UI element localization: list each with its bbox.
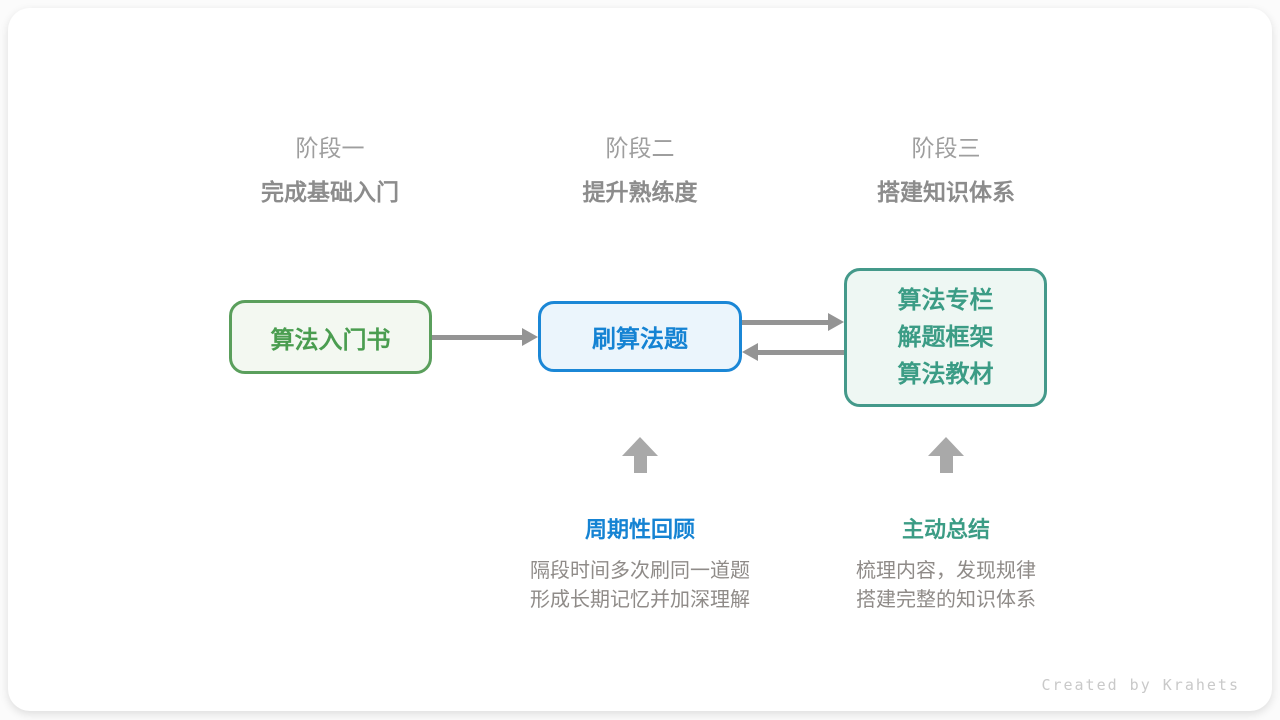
annotation-desc-active-summary: 梳理内容，发现规律 搭建完整的知识体系 (856, 557, 1036, 615)
arrow-head (522, 328, 538, 346)
arrow-up-icon (928, 437, 964, 473)
arrow-left-icon (742, 343, 844, 361)
arrow-shaft (432, 334, 524, 340)
annotation-title-periodic-review: 周期性回顾 (584, 517, 696, 542)
arrow-head (928, 437, 964, 456)
stage-1-label: 阶段一 (295, 135, 365, 161)
node-intro-book-label: 算法入门书 (270, 326, 391, 354)
node-resources: 算法专栏 解题框架 算法教材 (844, 268, 1047, 407)
arrow-shaft (742, 319, 830, 325)
node-practice-label: 刷算法题 (592, 326, 688, 353)
arrow-up-icon (622, 437, 658, 473)
annotation-desc-periodic-review: 隔段时间多次刷同一道题 形成长期记忆并加深理解 (530, 557, 750, 615)
annotation-title-active-summary: 主动总结 (901, 517, 991, 542)
annotation-desc-line: 隔段时间多次刷同一道题 (530, 560, 750, 582)
arrow-head (622, 437, 658, 456)
node-intro-book: 算法入门书 (229, 300, 432, 374)
arrow-shaft (756, 349, 844, 355)
stage-2-subtitle: 提升熟练度 (582, 179, 698, 205)
arrow-head (828, 313, 844, 331)
node-practice: 刷算法题 (538, 301, 742, 372)
annotation-desc-line: 梳理内容，发现规律 (856, 560, 1036, 582)
stage-2-label: 阶段二 (605, 135, 675, 161)
node-resources-line: 解题框架 (897, 324, 994, 351)
arrow-shaft (633, 456, 647, 473)
node-resources-line: 算法专栏 (897, 287, 994, 314)
stage-3-subtitle: 搭建知识体系 (877, 179, 1015, 205)
node-resources-line: 算法教材 (897, 361, 994, 388)
stage-1-subtitle: 完成基础入门 (261, 179, 399, 205)
stage-3-label: 阶段三 (911, 135, 981, 161)
annotation-desc-line: 搭建完整的知识体系 (856, 589, 1036, 611)
arrow-shaft (939, 456, 953, 473)
annotation-desc-line: 形成长期记忆并加深理解 (530, 589, 750, 611)
arrow-right-icon (742, 313, 844, 331)
arrow-head (742, 343, 758, 361)
arrow-right-icon (432, 328, 538, 346)
credit-text: Created by Krahets (1041, 676, 1240, 694)
